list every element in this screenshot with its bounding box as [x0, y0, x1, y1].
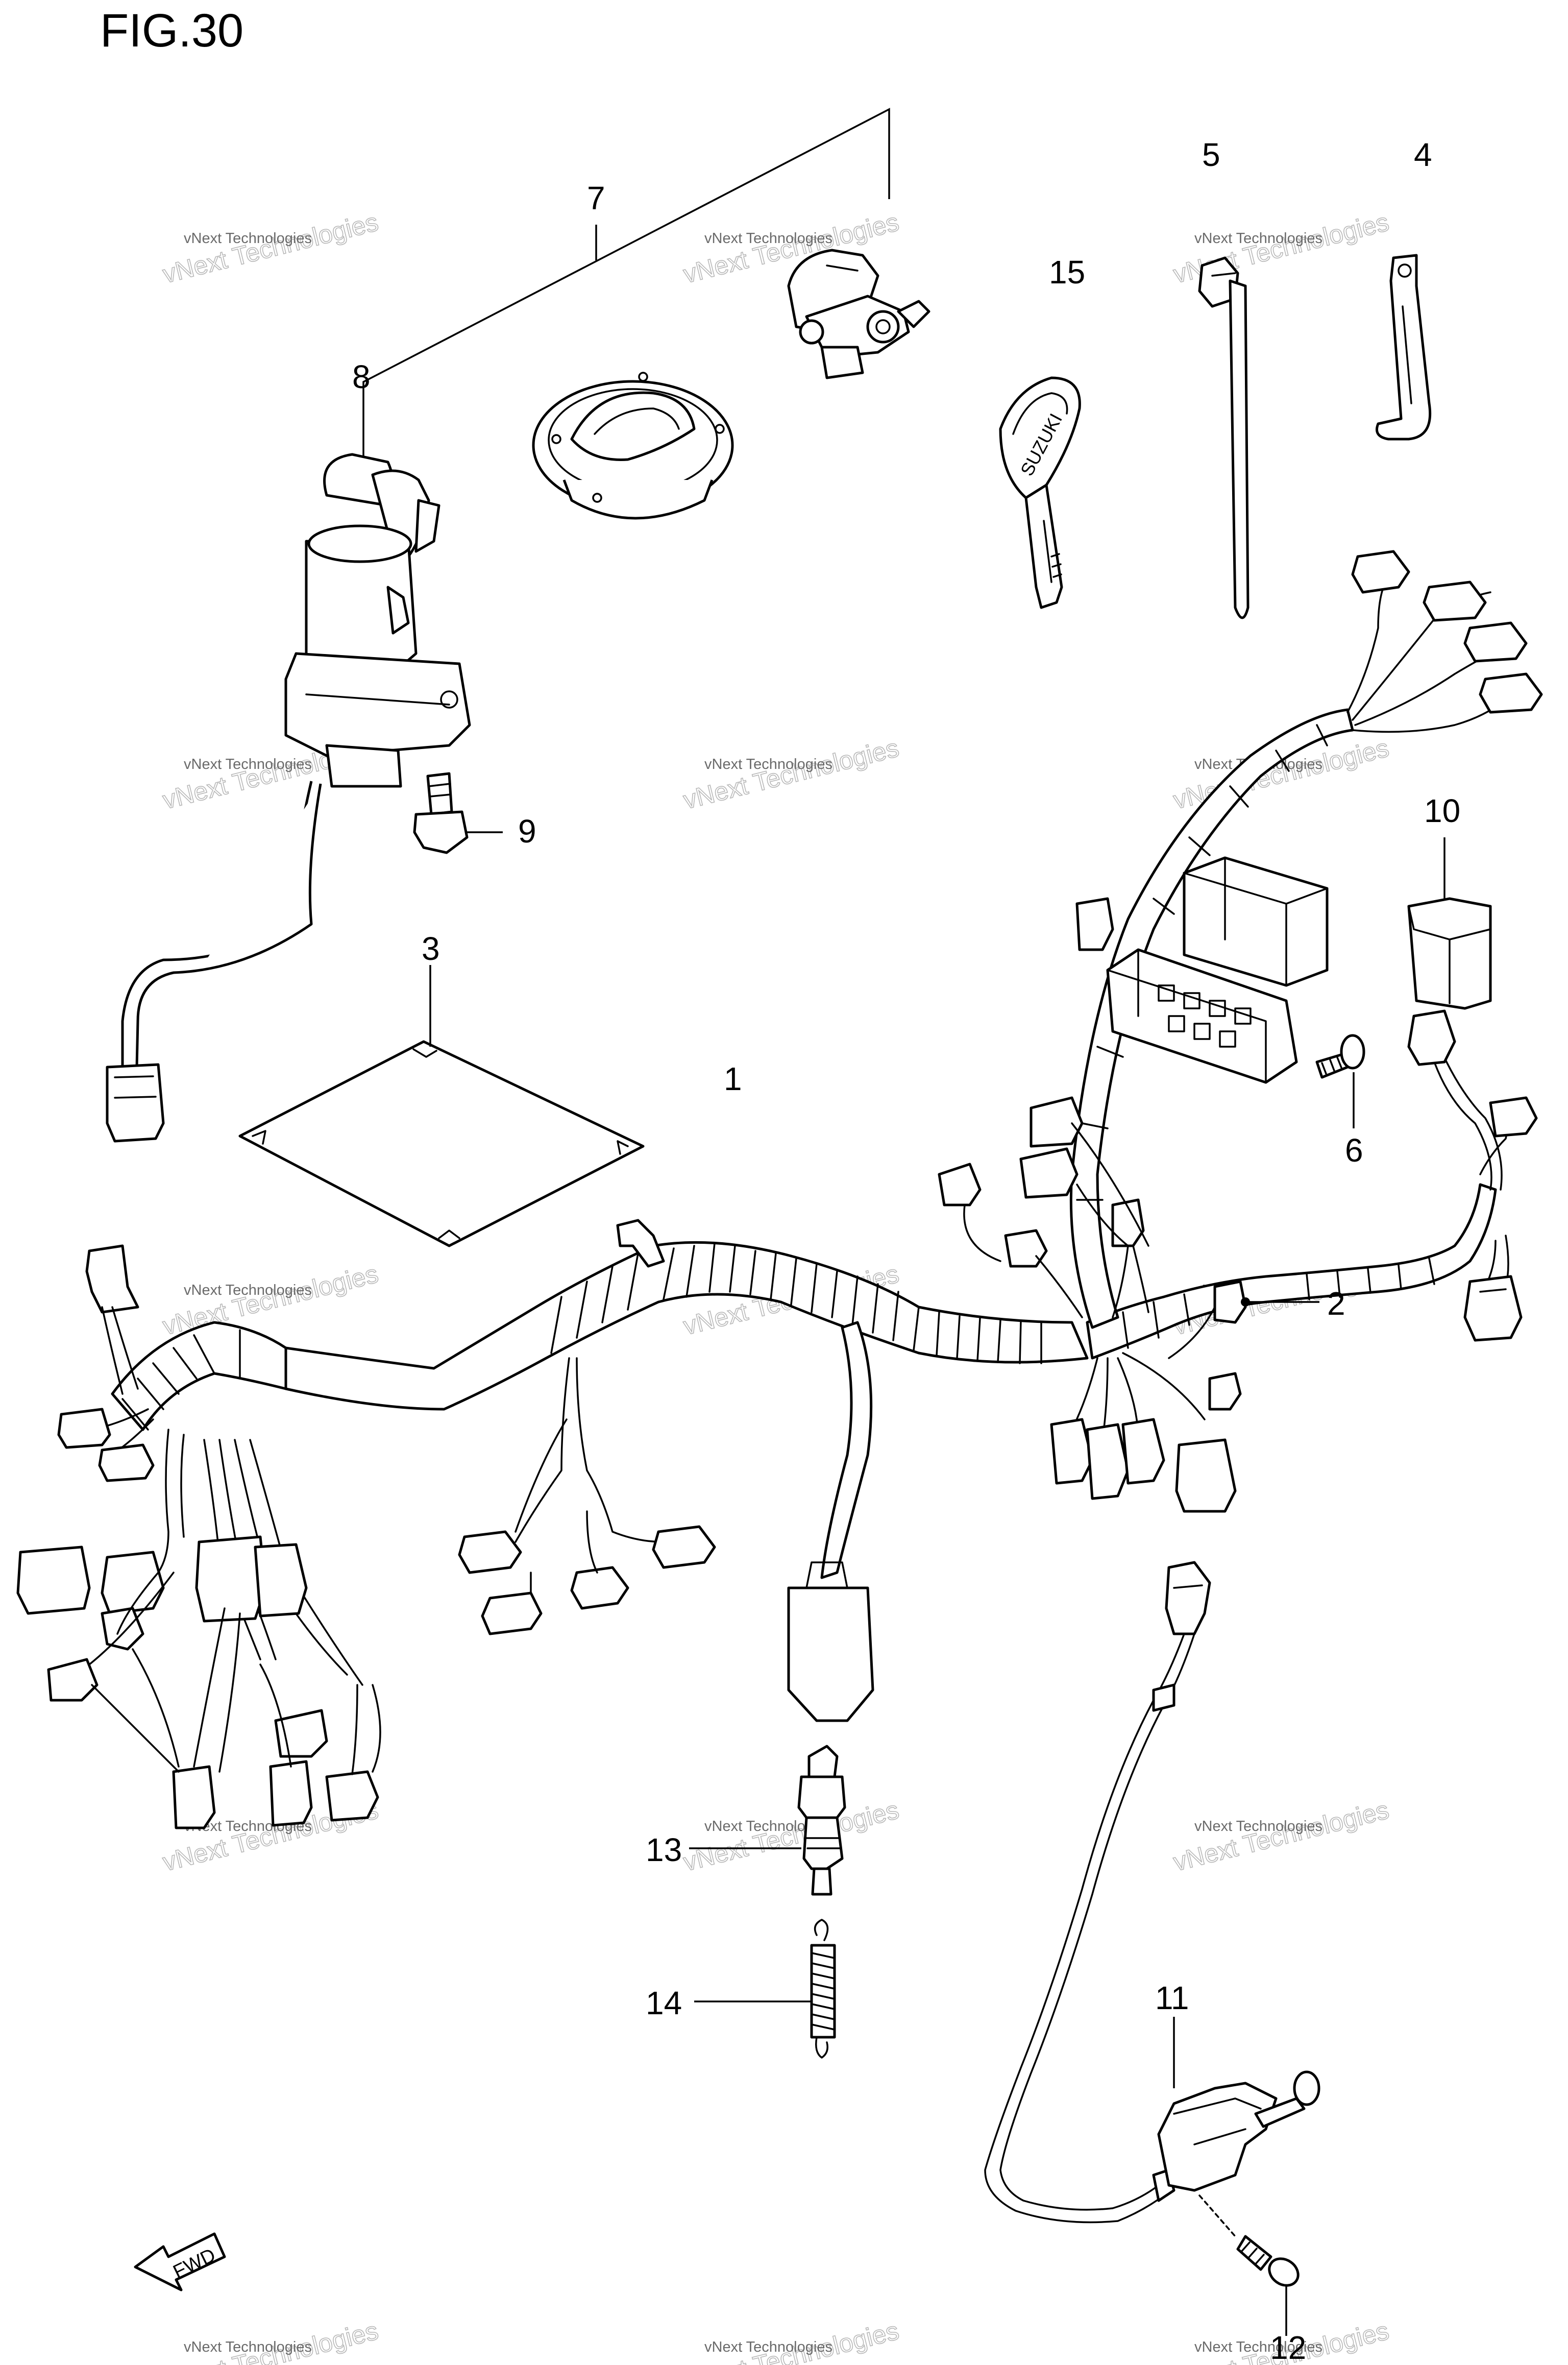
callout-5: 5	[1202, 136, 1220, 173]
bolt-9	[413, 772, 503, 854]
svg-text:vNext Technologies: vNext Technologies	[1194, 230, 1322, 247]
watermark: vNext Technologies vNext Technologies	[680, 733, 902, 815]
callout-2: 2	[1327, 1285, 1345, 1322]
side-stand-switch	[984, 1561, 1320, 2224]
key: SUZUKI	[999, 376, 1081, 609]
callout-labels: 1 2 3 4 5 6 7 8 9 10 11 12 13 14 15	[352, 136, 1460, 2365]
spring	[694, 1919, 836, 2059]
svg-text:vNext Technologies: vNext Technologies	[184, 756, 312, 773]
wire-clamp	[1376, 254, 1432, 441]
callout-4: 4	[1414, 136, 1432, 173]
fuel-tank-cap	[532, 372, 734, 520]
seat-lock	[787, 249, 930, 379]
main-wiring-harness	[16, 550, 1543, 1829]
svg-text:vNext Technologies: vNext Technologies	[1194, 1818, 1322, 1835]
svg-text:vNext Technologies: vNext Technologies	[704, 230, 832, 247]
callout-12: 12	[1270, 2329, 1306, 2365]
svg-text:vNext Technologies: vNext Technologies	[680, 1795, 901, 1876]
cable-tie	[1198, 256, 1250, 619]
callout-6: 6	[1345, 1132, 1363, 1169]
callout-7: 7	[587, 180, 605, 216]
svg-text:vNext Technologies: vNext Technologies	[1170, 1795, 1391, 1876]
svg-text:vNext Technologies: vNext Technologies	[680, 733, 901, 814]
callout-10: 10	[1424, 792, 1460, 829]
callout-11: 11	[1155, 1980, 1189, 2016]
svg-text:vNext Technologies: vNext Technologies	[160, 207, 381, 288]
watermark: vNext Technologies vNext Technologies	[680, 1795, 902, 1877]
watermark: vNext Technologies vNext Technologies	[1170, 1795, 1392, 1877]
svg-text:vNext Technologies: vNext Technologies	[184, 1282, 312, 1298]
neutral-switch	[689, 1745, 846, 1896]
ignition-switch	[106, 453, 471, 1143]
leader-2	[1241, 1297, 1319, 1307]
callout-1: 1	[724, 1060, 742, 1097]
callout-9: 9	[518, 813, 536, 850]
figure-title: FIG.30	[100, 5, 244, 57]
screw-6	[1315, 1034, 1365, 1128]
callout-3: 3	[422, 930, 440, 967]
insulation-pad	[238, 965, 645, 1247]
callout-15: 15	[1049, 254, 1085, 291]
callout-8: 8	[352, 358, 371, 395]
svg-text:vNext Technologies: vNext Technologies	[704, 756, 832, 773]
watermark: vNext Technologies vNext Technologies	[159, 207, 381, 289]
fwd-arrow-icon: FWD	[134, 2232, 226, 2291]
svg-text:vNext Technologies: vNext Technologies	[184, 2339, 312, 2355]
callout-13: 13	[646, 1831, 682, 1868]
relay	[1407, 837, 1492, 1010]
callout-14: 14	[646, 1985, 682, 2021]
screw-12	[1198, 2194, 1300, 2336]
svg-text:vNext Technologies: vNext Technologies	[184, 230, 312, 247]
watermark: vNext Technologies vNext Technologies	[159, 2316, 381, 2365]
watermark: vNext Technologies vNext Technologies	[680, 2316, 902, 2365]
svg-text:vNext Technologies: vNext Technologies	[1194, 2339, 1322, 2355]
svg-text:vNext Technologies: vNext Technologies	[704, 2339, 832, 2355]
